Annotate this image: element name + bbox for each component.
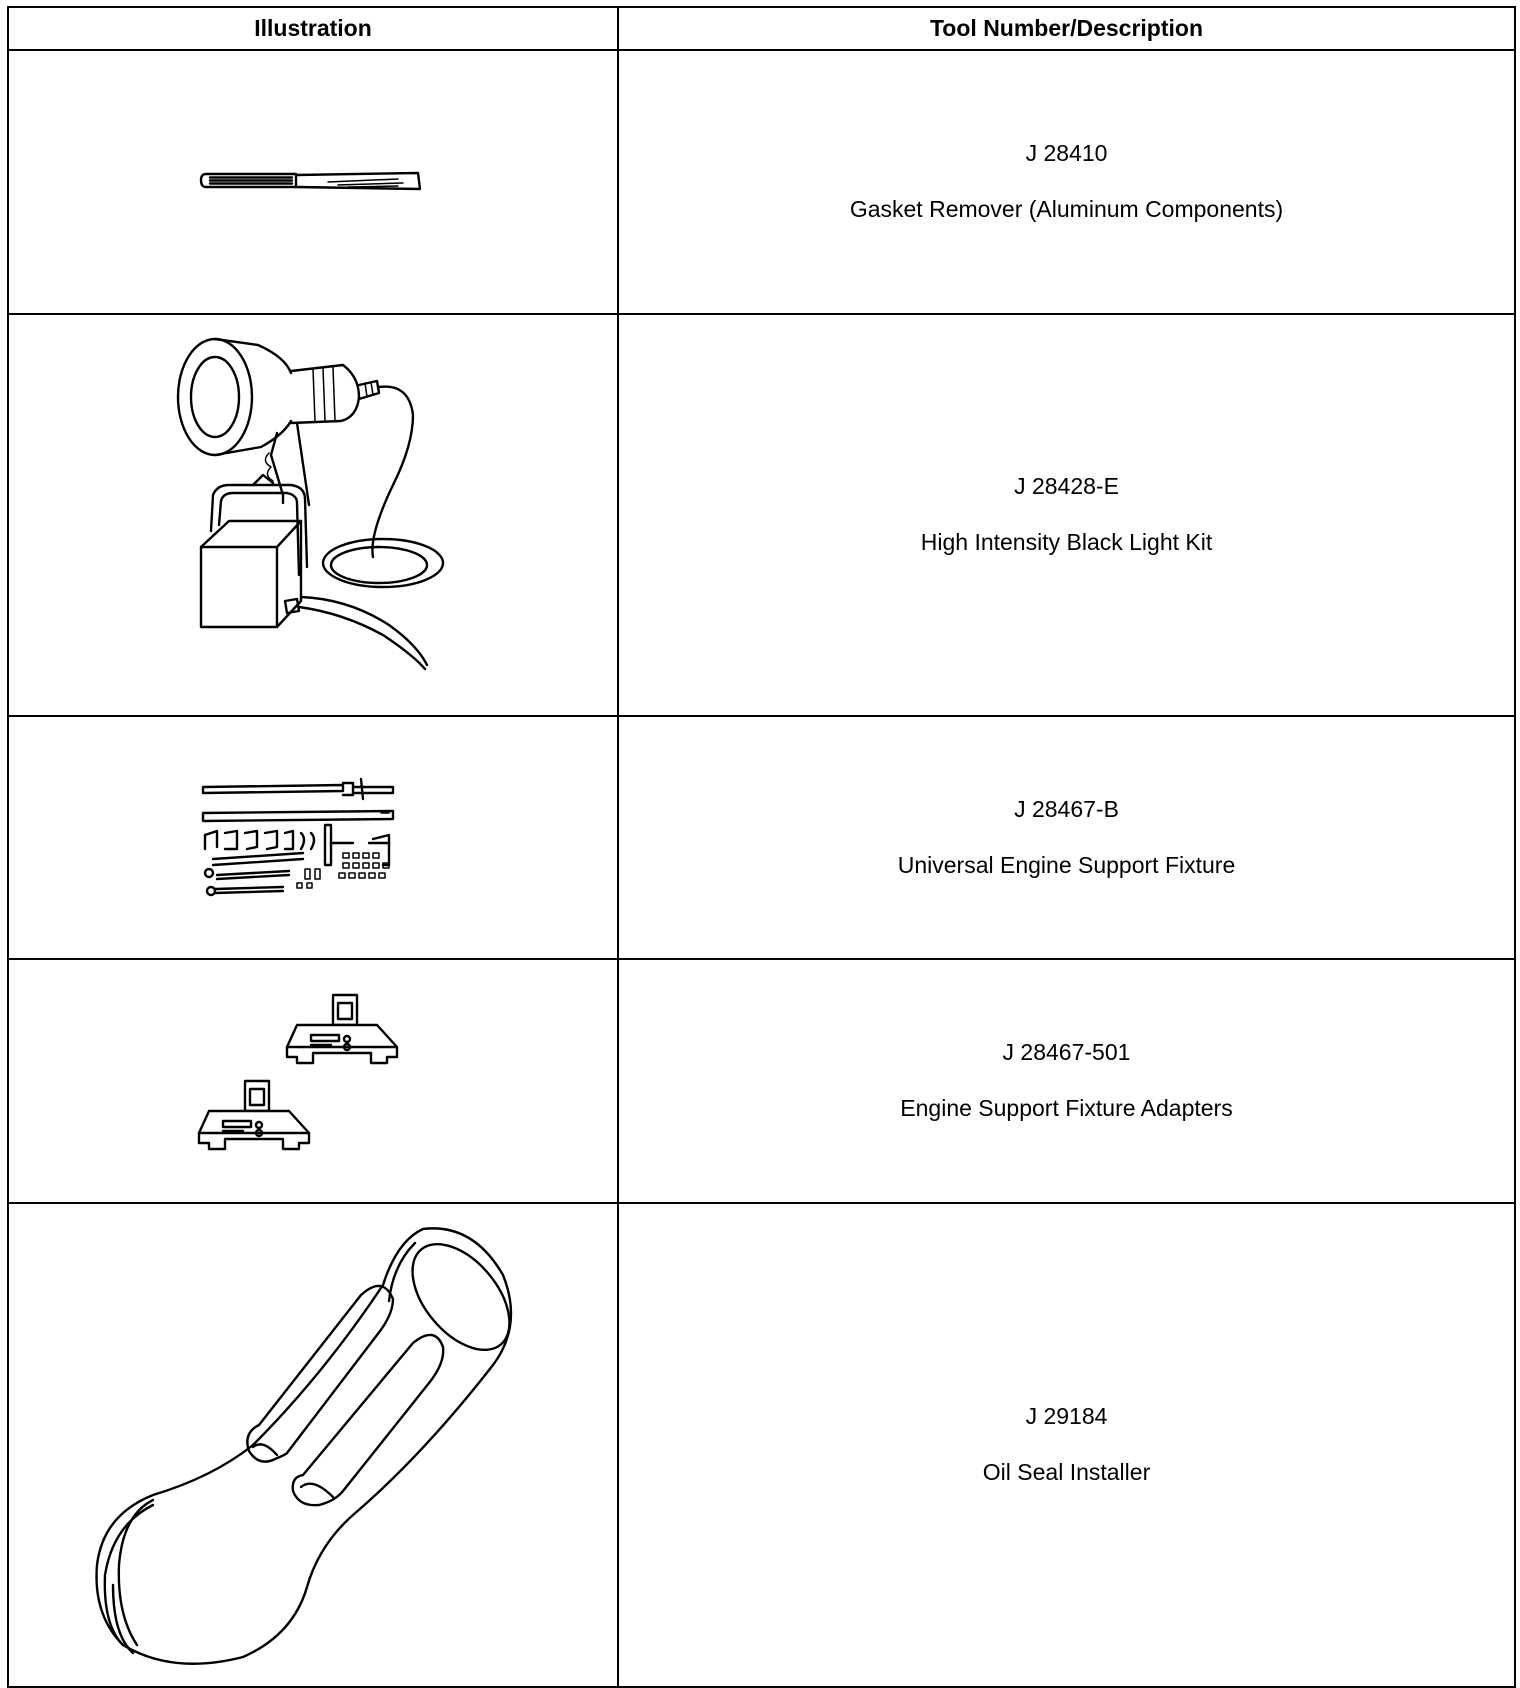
table-row: J 28410 Gasket Remover (Aluminum Compone…	[7, 49, 1516, 315]
engine-support-fixture-illustration	[201, 777, 395, 896]
illustration-cell	[7, 49, 619, 315]
tool-description-cell: J 28467-501 Engine Support Fixture Adapt…	[617, 958, 1516, 1204]
fixture-adapters-illustration	[197, 993, 399, 1151]
tool-description-cell: J 28410 Gasket Remover (Aluminum Compone…	[617, 49, 1516, 315]
column-header-tool: Tool Number/Description	[617, 6, 1516, 51]
tool-number: J 28467-B	[1014, 795, 1119, 822]
tool-description: Gasket Remover (Aluminum Components)	[849, 196, 1284, 222]
table-row: J 28467-B Universal Engine Support Fixtu…	[7, 715, 1516, 960]
illustration-cell	[7, 313, 619, 717]
tool-description-cell: J 28428-E High Intensity Black Light Kit	[617, 313, 1516, 717]
illustration-cell	[7, 1202, 619, 1688]
black-light-kit-illustration	[176, 337, 445, 671]
tool-description: Engine Support Fixture Adapters	[900, 1095, 1233, 1121]
tool-number: J 28410	[1025, 140, 1108, 167]
tool-number: J 28428-E	[1014, 473, 1119, 500]
table-row: J 28428-E High Intensity Black Light Kit	[7, 313, 1516, 717]
oil-seal-installer-illustration	[95, 1227, 513, 1665]
tool-description: High Intensity Black Light Kit	[920, 529, 1213, 555]
tool-description-cell: J 28467-B Universal Engine Support Fixtu…	[617, 715, 1516, 960]
tool-description-cell: J 29184 Oil Seal Installer	[617, 1202, 1516, 1688]
tool-number: J 29184	[1025, 1403, 1108, 1430]
table-header-row: Illustration Tool Number/Description	[7, 6, 1516, 51]
column-header-illustration: Illustration	[7, 6, 619, 51]
illustration-cell	[7, 715, 619, 960]
tool-description: Universal Engine Support Fixture	[897, 851, 1236, 878]
illustration-cell	[7, 958, 619, 1204]
table-row: J 29184 Oil Seal Installer	[7, 1202, 1516, 1688]
tools-table: Illustration Tool Number/Description J 2…	[7, 6, 1516, 1688]
gasket-remover-illustration	[199, 171, 422, 191]
tool-number: J 28467-501	[1002, 1039, 1131, 1066]
table-row: J 28467-501 Engine Support Fixture Adapt…	[7, 958, 1516, 1204]
tool-description: Oil Seal Installer	[982, 1459, 1151, 1485]
